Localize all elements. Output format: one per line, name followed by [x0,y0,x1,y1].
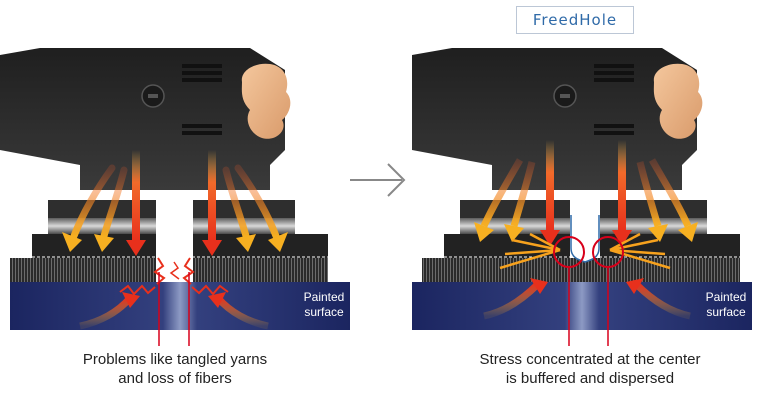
right-side-arrows [474,158,698,242]
right-freedhole-profile [570,215,600,263]
left-caption: Problems like tangled yarns and loss of … [40,350,310,388]
left-tangled-fiber-right [182,257,195,285]
right-dispersion-arrows [499,232,671,270]
right-surface-label-line2: surface [706,305,746,319]
left-down-arrows [126,150,222,256]
left-side-arrows [62,164,288,252]
left-caption-line2: and loss of fibers [118,370,232,387]
right-caption-line1: Stress concentrated at the center [479,351,701,368]
left-surface-label-line2: surface [304,305,344,319]
right-surface-label: Painted surface [698,290,754,320]
right-painted-surface [412,282,752,330]
right-caption: Stress concentrated at the center is buf… [440,350,740,388]
left-stress-zigzag-left [119,284,156,296]
right-down-arrows [540,140,632,246]
left-tool-grip [182,64,222,135]
arrow-right-icon [350,163,406,197]
left-painted-surface [10,282,350,330]
right-panel [412,48,752,346]
right-caption-line2: is buffered and dispersed [505,370,675,387]
left-surface-label: Painted surface [296,290,352,320]
right-hand-icon [653,63,703,139]
left-stress-zigzag-right [191,284,229,296]
left-surface-label-line1: Painted [303,290,345,304]
right-surface-label-line1: Painted [705,290,747,304]
left-hand-icon [241,63,291,139]
right-tool-grip [594,64,634,135]
brand-badge: FreedHole [516,6,634,34]
right-up-arrows [483,278,691,320]
left-caption-line1: Problems like tangled yarns [82,351,268,368]
left-panel [0,48,350,346]
left-tangled-fiber-left [153,257,166,285]
left-up-arrows [79,292,269,330]
